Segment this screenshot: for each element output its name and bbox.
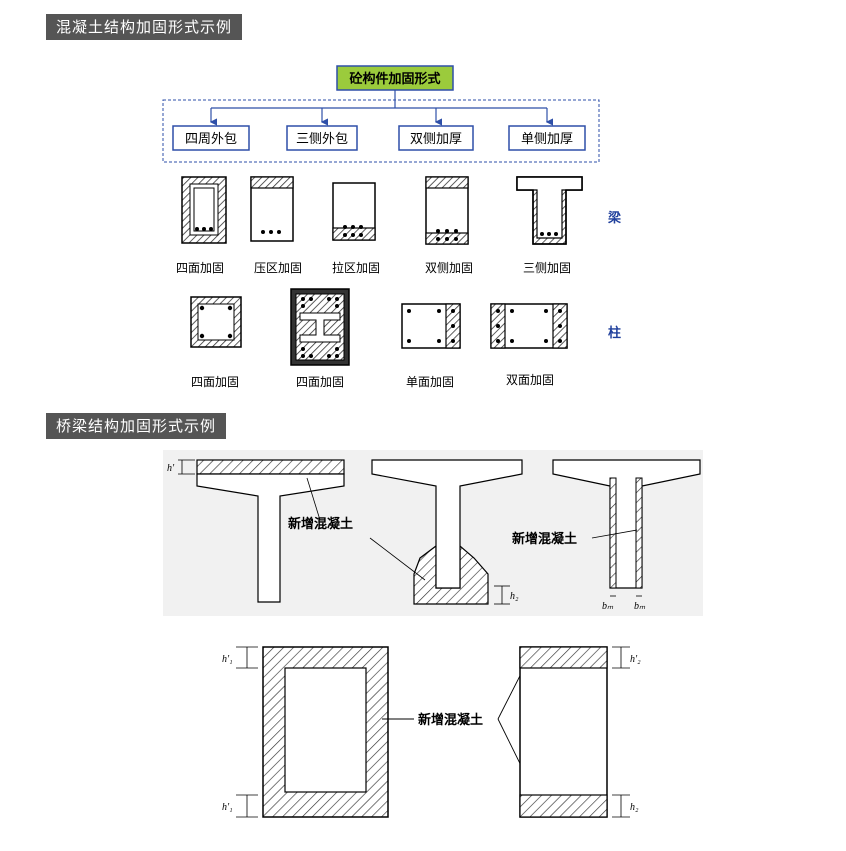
- column-caption-1: 四面加固: [191, 375, 239, 389]
- beam-three-side-section: [516, 176, 583, 245]
- column-double-side-section: [490, 303, 568, 349]
- t-beam-top-overlay: h' 新增混凝土: [167, 459, 353, 603]
- beam-caption-2: 压区加固: [254, 261, 302, 275]
- type-box-four-side: [172, 125, 250, 151]
- column-row-label: 柱: [608, 325, 621, 341]
- column-four-side-section: [190, 296, 242, 348]
- beam-caption-3: 拉区加固: [332, 260, 380, 275]
- new-concrete-label-3: 新增混凝土: [418, 712, 483, 728]
- dashed-group-frame: [162, 99, 600, 163]
- root-node-box: [336, 65, 454, 91]
- box-section-top-bottom-thickening: h'₂ h₂: [519, 646, 641, 818]
- type-box-three-side: [286, 125, 358, 151]
- section-title-bridge: 桥梁结构加固形式示例: [46, 413, 227, 439]
- beam-four-side-section: [181, 176, 227, 244]
- box-section-full-encasement: h'₁ h'₁: [222, 646, 389, 818]
- dim-label-h1: h': [167, 463, 175, 474]
- dim-label-box2-bottom: h₂: [630, 802, 639, 813]
- beam-sections: 梁 四面加固 压区加固 拉区加固 双侧加固 三侧加固: [176, 176, 622, 275]
- beam-row-label: 梁: [607, 210, 622, 226]
- beam-tension-zone-section: [332, 182, 376, 241]
- dim-label-bm-2: bₘ: [634, 601, 646, 612]
- section-title-concrete: 混凝土结构加固形式示例: [46, 14, 243, 40]
- t-beam-bottom-bulb: h₂: [369, 459, 523, 605]
- type-label-single-side: 单侧加厚: [521, 132, 573, 147]
- type-box-single-side: [508, 125, 586, 151]
- dim-label-box1-bottom: h'₁: [222, 802, 233, 813]
- root-node-label: 砼构件加固形式: [349, 71, 440, 87]
- beam-caption-5: 三侧加固: [523, 261, 571, 275]
- dim-label-h2: h₂: [510, 591, 519, 602]
- dim-label-box2-top: h'₂: [630, 654, 641, 665]
- column-i-section-four-side: [290, 288, 350, 366]
- t-beam-side-thickening: 新增混凝土 bₘ bₘ: [512, 459, 701, 612]
- column-caption-4: 双面加固: [506, 373, 554, 387]
- type-box-double-side: [398, 125, 474, 151]
- column-caption-3: 单面加固: [406, 375, 454, 389]
- reinforcement-type-tree: 砼构件加固形式 四周外包 三侧外包 双侧加厚 单侧加厚: [162, 65, 600, 163]
- beam-compression-zone-section: [250, 176, 294, 242]
- dim-label-bm-1: bₘ: [602, 601, 614, 612]
- beam-double-side-section: [425, 176, 469, 245]
- column-single-side-section: [401, 303, 461, 349]
- beam-caption-4: 双侧加固: [425, 261, 473, 275]
- new-concrete-label-2: 新增混凝土: [512, 531, 577, 547]
- column-caption-2: 四面加固: [296, 375, 344, 389]
- column-sections: 柱 四面加固 四面加固 单面加固 双面加固: [190, 288, 621, 389]
- beam-caption-1: 四面加固: [176, 261, 224, 275]
- type-label-four-side: 四周外包: [185, 132, 237, 147]
- dim-label-box1-top: h'₁: [222, 654, 233, 665]
- type-label-double-side: 双侧加厚: [410, 132, 462, 147]
- new-concrete-label-1: 新增混凝土: [288, 516, 353, 532]
- type-label-three-side: 三侧外包: [296, 132, 348, 147]
